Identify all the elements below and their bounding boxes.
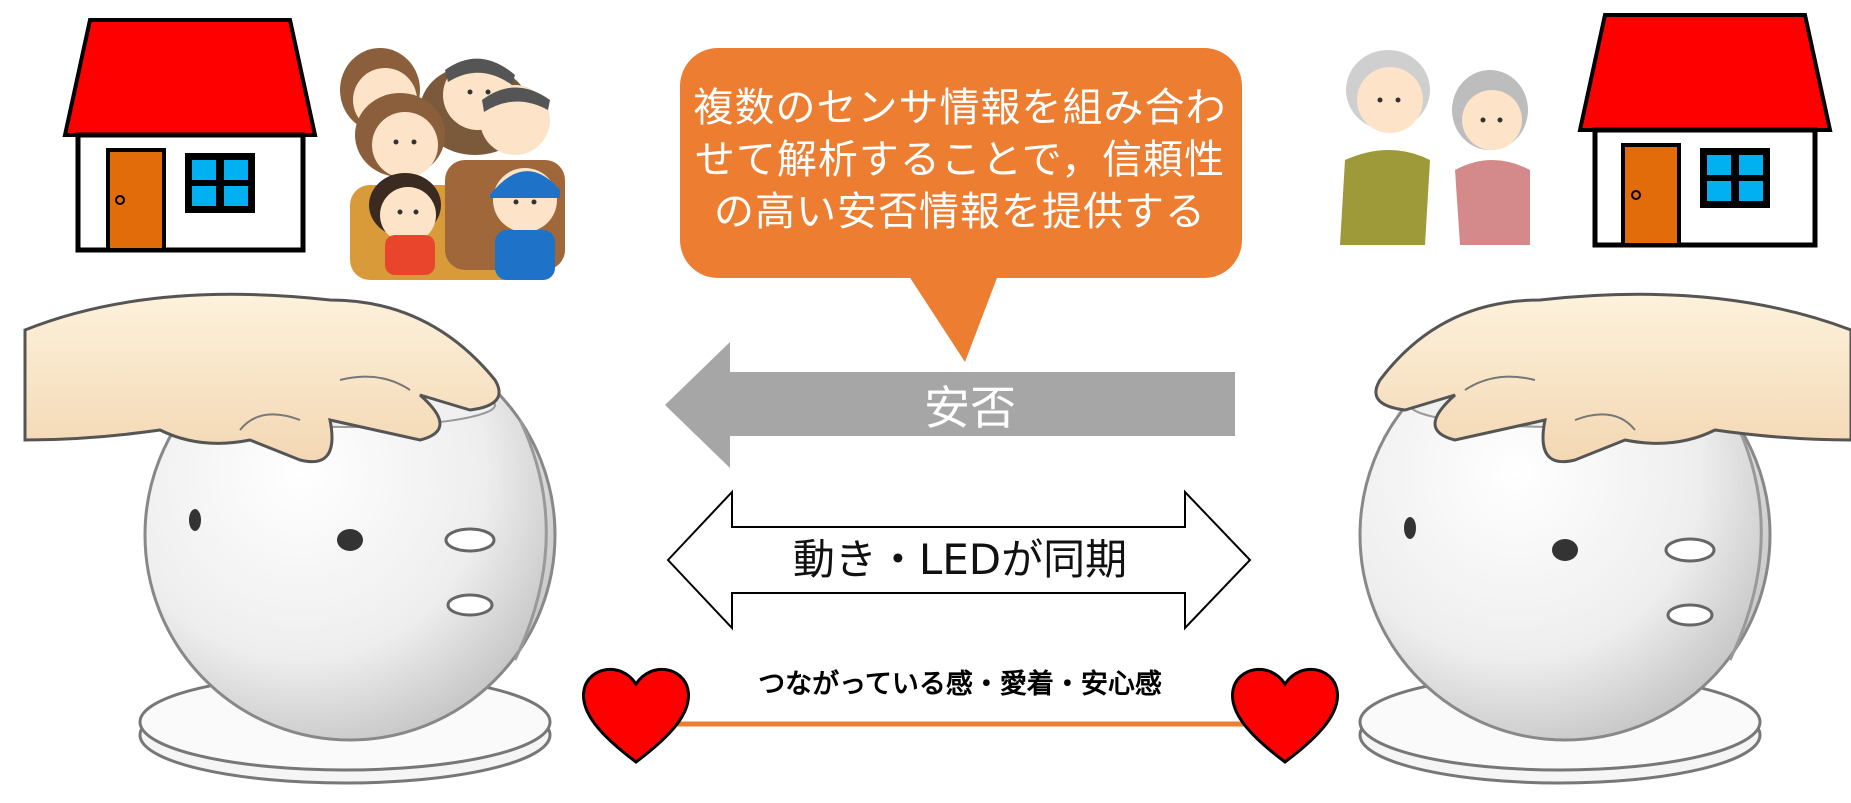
heart-icon-left: [582, 667, 690, 764]
bond-label: つながっている感・愛着・安心感: [758, 669, 1162, 700]
safety-arrow: [665, 342, 1235, 468]
safety-arrow-label: 安否: [924, 381, 1016, 435]
hand-illustration-left: [23, 292, 501, 463]
sync-double-arrow: [666, 489, 1252, 631]
speech-bubble-line-2: せて解析することで，信頼性: [694, 137, 1226, 183]
speech-bubble: [680, 48, 1242, 362]
house-icon-left: [62, 18, 318, 253]
sync-arrow-label: 動き・LEDが同期: [792, 535, 1128, 584]
speech-bubble-line-1: 複数のセンサ情報を組み合わ: [693, 85, 1227, 131]
elderly-couple-illustration: [1340, 50, 1530, 245]
heart-icon-right: [1231, 667, 1339, 764]
house-icon-right: [1577, 13, 1833, 248]
speech-bubble-text: 複数のセンサ情報を組み合わ せて解析することで，信頼性 の高い安否情報を提供する: [680, 82, 1240, 238]
speech-bubble-line-3: の高い安否情報を提供する: [714, 189, 1206, 235]
family-illustration: [340, 48, 565, 280]
hand-illustration-right: [1374, 292, 1851, 463]
